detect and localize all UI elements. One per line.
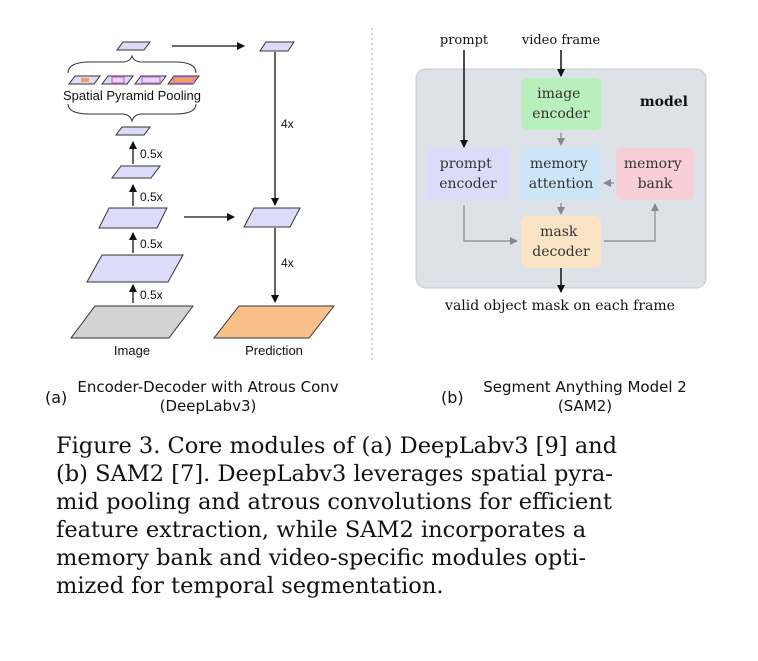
memory-attention-label: memory attention [529, 156, 593, 192]
scale-label-2: 0.5x [140, 190, 163, 204]
image-encoder-box [521, 78, 601, 130]
caption-line: (b) SAM2 [7]. DeepLabv3 leverages spatia… [56, 461, 613, 487]
caption-line: mid pooling and atrous convolutions for … [56, 489, 612, 515]
subfig-a-title-line1: Encoder-Decoder with Atrous Conv [77, 378, 339, 396]
prompt-to-decoder-arrow [463, 205, 518, 245]
prompt-input-label: prompt [440, 33, 489, 48]
image-encoder-label: image encoder [532, 86, 590, 122]
output-label: valid object mask on each frame [444, 298, 675, 314]
sam2-diagram: prompt video frame model image encoder p… [415, 33, 707, 314]
prediction-label: Prediction [245, 343, 303, 358]
subfig-a-title-line2: (DeepLabv3) [159, 397, 257, 415]
scale-label-1: 0.5x [140, 237, 163, 251]
mask-decoder-label: mask decoder [532, 224, 590, 260]
caption-line: mized for temporal segmentation. [56, 573, 444, 599]
decoder-mid-feature [243, 207, 301, 228]
subfig-b-letter: (b) [441, 388, 464, 407]
encoder-feature-2 [98, 207, 168, 229]
mask-decoder-box [521, 216, 601, 268]
prediction-plane [212, 305, 336, 339]
scale-label-3: 0.5x [140, 147, 163, 161]
subfig-a-letter: (a) [45, 388, 68, 407]
spp-bottom-brace [67, 103, 197, 123]
memory-bank-box [616, 148, 694, 200]
prompt-encoder-label: prompt encoder [439, 156, 497, 192]
caption-line: feature extraction, while SAM2 incorpora… [56, 517, 587, 543]
memory-attention-box [521, 148, 601, 200]
subfig-b-title-line1: Segment Anything Model 2 [483, 378, 687, 396]
input-image-label: Image [114, 343, 150, 358]
encoder-feature-3 [111, 165, 161, 179]
input-image-plane [70, 305, 194, 339]
upsample-label-top: 4x [281, 117, 294, 131]
model-label: model [640, 94, 688, 110]
prompt-encoder-box [426, 148, 510, 200]
caption-line: memory bank and video-specific modules o… [56, 545, 587, 571]
spp-label: Spatial Pyramid Pooling [63, 88, 201, 103]
subfig-b-title-line2: (SAM2) [557, 397, 613, 415]
subfig-b-title: Segment Anything Model 2 (SAM2) [470, 378, 700, 416]
spp-cells [68, 75, 200, 85]
memory-bank-label: memory bank [624, 156, 686, 192]
spp-top-brace [67, 54, 197, 74]
decoder-top-feature [259, 41, 295, 52]
figure-caption: Figure 3. Core modules of (a) DeepLabv3 … [56, 432, 716, 600]
encoder-feature-4 [115, 126, 151, 136]
caption-line: Figure 3. Core modules of (a) DeepLabv3 … [56, 433, 618, 459]
scale-label-0: 0.5x [140, 288, 163, 302]
spp-output-feature [116, 41, 151, 51]
encoder-feature-1 [86, 254, 184, 283]
upsample-label-bottom: 4x [281, 256, 294, 270]
video-frame-input-label: video frame [521, 33, 601, 48]
deeplabv3-diagram: Spatial Pyramid Pooling 0.5x 0.5x 0.5x 0… [63, 41, 336, 358]
subfig-a-title: Encoder-Decoder with Atrous Conv (DeepLa… [76, 378, 340, 416]
decoder-to-bank-arrow [604, 203, 659, 242]
